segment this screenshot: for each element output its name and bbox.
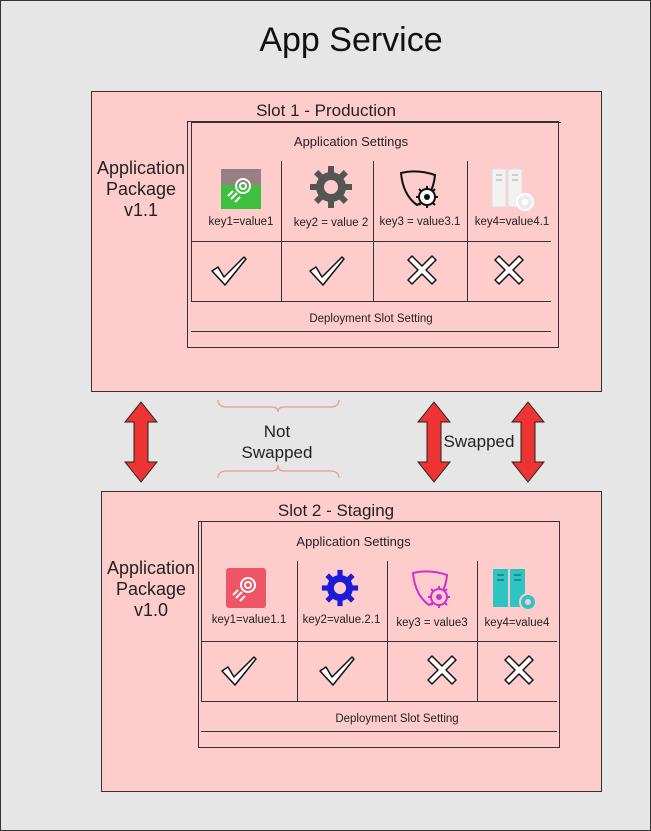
slot-1-key4-label: key4=value4.1	[474, 216, 550, 228]
gear-icon	[309, 165, 353, 209]
slot-1-row-line	[191, 301, 551, 302]
slot-2-col-line	[201, 521, 202, 701]
not-swapped-label: Not Swapped	[221, 421, 333, 463]
slot-1-package-line-3: v1.1	[123, 200, 159, 220]
slot-1-key3-label: key3 = value3.1	[379, 216, 461, 228]
cross-icon	[404, 252, 440, 288]
brace-top	[217, 399, 341, 413]
slot-2-col-line	[477, 561, 478, 701]
double-arrow-icon	[417, 401, 451, 483]
slot-1-col-line	[373, 161, 374, 301]
slot-2-row-line	[201, 731, 557, 732]
not-swapped-line-2: Swapped	[241, 443, 313, 462]
slot-1-col-line	[191, 122, 192, 302]
shield-gear-icon	[409, 567, 453, 611]
slot-2-row-line	[201, 641, 557, 642]
slot-2-key4-label: key4=value4	[484, 617, 550, 629]
not-swapped-line-1: Not	[263, 422, 291, 441]
slot-1-package-label: Application Package v1.1	[93, 158, 189, 221]
check-icon	[219, 653, 259, 687]
check-icon	[307, 253, 347, 287]
slot-1-settings-table	[187, 121, 559, 348]
brace-bottom	[217, 463, 341, 479]
check-icon	[317, 653, 357, 687]
slot-2-deployment-slot-setting: Deployment Slot Setting	[335, 713, 459, 725]
slot-1-settings-title: Application Settings	[293, 134, 409, 149]
cross-icon	[424, 652, 460, 688]
app-configuration-icon	[226, 568, 266, 608]
slot-2-row-line	[201, 701, 557, 702]
slot-2-package-line-2: Package	[115, 579, 187, 599]
app-configuration-icon	[221, 169, 261, 209]
slot-1-row-line	[191, 331, 551, 332]
slot-1-package-line-2: Package	[105, 179, 177, 199]
slot-1-row-line	[191, 241, 551, 242]
check-icon	[209, 253, 249, 287]
double-arrow-icon	[511, 401, 545, 483]
slot-1-key1-label: key1=value1	[208, 216, 274, 228]
slot-2-package-line-3: v1.0	[133, 600, 169, 620]
slot-2-settings-table	[198, 521, 560, 748]
slot-2-col-line	[387, 561, 388, 701]
slot-1-col-line	[467, 161, 468, 301]
slot-1-col-line	[281, 161, 282, 301]
slot-1-top-line	[191, 122, 561, 123]
cross-icon	[491, 252, 527, 288]
slot-1-title: Slot 1 - Production	[256, 101, 396, 120]
double-arrow-icon	[124, 401, 158, 483]
slot-2-package-label: Application Package v1.0	[103, 558, 199, 621]
slot-2-col-line	[297, 561, 298, 701]
server-gear-icon	[490, 167, 536, 213]
diagram-title: App Service	[259, 21, 443, 59]
server-gear-icon	[491, 567, 539, 613]
slot-1-package-line-1: Application	[96, 158, 186, 178]
shield-gear-icon	[397, 167, 441, 211]
slot-1-deployment-slot-setting: Deployment Slot Setting	[309, 313, 433, 325]
slot-2-title: Slot 2 - Staging	[277, 501, 395, 520]
slot-2-settings-title: Application Settings	[296, 534, 411, 549]
slot-1-key2-label: key2 = value 2	[293, 217, 369, 229]
slot-2-key1-label: key1=value1.1	[211, 614, 287, 626]
swapped-label: Swapped	[443, 432, 515, 451]
slot-2-key2-label: key2=value.2.1	[302, 614, 381, 626]
slot-2-package-line-1: Application	[106, 558, 196, 578]
gear-icon	[321, 569, 359, 607]
cross-icon	[501, 652, 537, 688]
slot-2-key3-label: key3 = value3	[396, 617, 468, 629]
